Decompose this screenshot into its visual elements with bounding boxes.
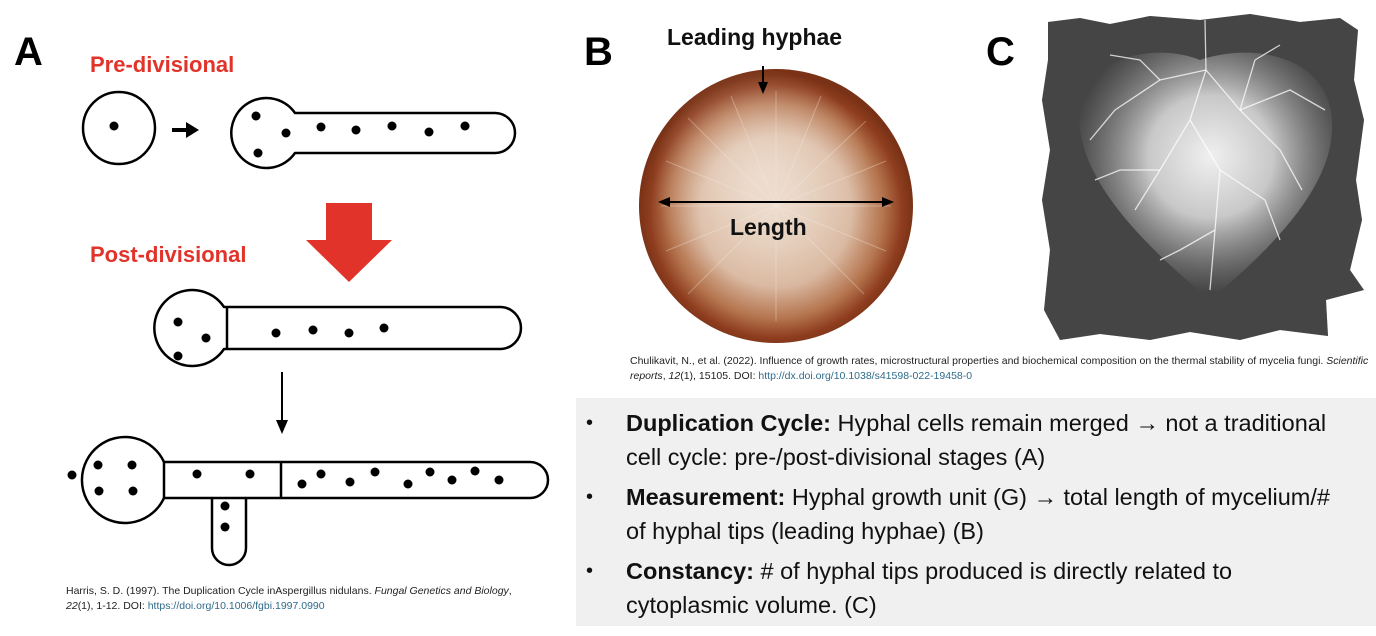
panel-letter-a: A <box>14 30 43 74</box>
chulikavit-citation: Chulikavit, N., et al. (2022). Influence… <box>630 355 1369 382</box>
mycelium-network-photo <box>1042 14 1364 340</box>
length-arrow <box>658 197 894 207</box>
panel-letter-b: B <box>584 30 613 74</box>
chulikavit-doi-link[interactable]: http://dx.doi.org/10.1038/s41598-022-194… <box>758 370 973 382</box>
harris-doi-link[interactable]: https://doi.org/10.1006/fgbi.1997.0990 <box>147 600 325 612</box>
pre-divisional-label: Pre-divisional <box>90 52 235 77</box>
leading-hyphae-arrow <box>758 66 768 94</box>
post-divisional-hypha <box>153 288 523 368</box>
summary-bullets: • Duplication Cycle: Hyphal cells remain… <box>576 398 1376 626</box>
panel-letter-c: C <box>986 30 1015 74</box>
harris-citation: Harris, S. D. (1997). The Duplication Cy… <box>66 585 512 612</box>
progression-arrow <box>172 122 199 138</box>
pre-divisional-hypha <box>230 96 517 170</box>
length-label: Length <box>730 214 807 240</box>
petri-dish-colony <box>639 66 913 343</box>
bullet-icon: • <box>586 412 594 434</box>
duplication-cycle-diagram <box>67 90 550 567</box>
leading-hyphae-label: Leading hyphae <box>667 24 843 50</box>
bullet-duplication-cycle: • Duplication Cycle: Hyphal cells remain… <box>586 406 1346 474</box>
division-arrow-icon <box>306 203 392 282</box>
branching-arrow <box>276 372 288 434</box>
bullet-icon: • <box>586 560 594 582</box>
post-divisional-label: Post-divisional <box>90 242 247 267</box>
bullet-icon: • <box>586 486 594 508</box>
nuclei <box>67 111 504 532</box>
spore-cell <box>81 90 157 166</box>
branched-hypha <box>80 435 550 567</box>
bullet-measurement: • Measurement: Hyphal growth unit (G) → … <box>586 480 1346 548</box>
bullet-constancy: • Constancy: # of hyphal tips produced i… <box>586 554 1346 622</box>
